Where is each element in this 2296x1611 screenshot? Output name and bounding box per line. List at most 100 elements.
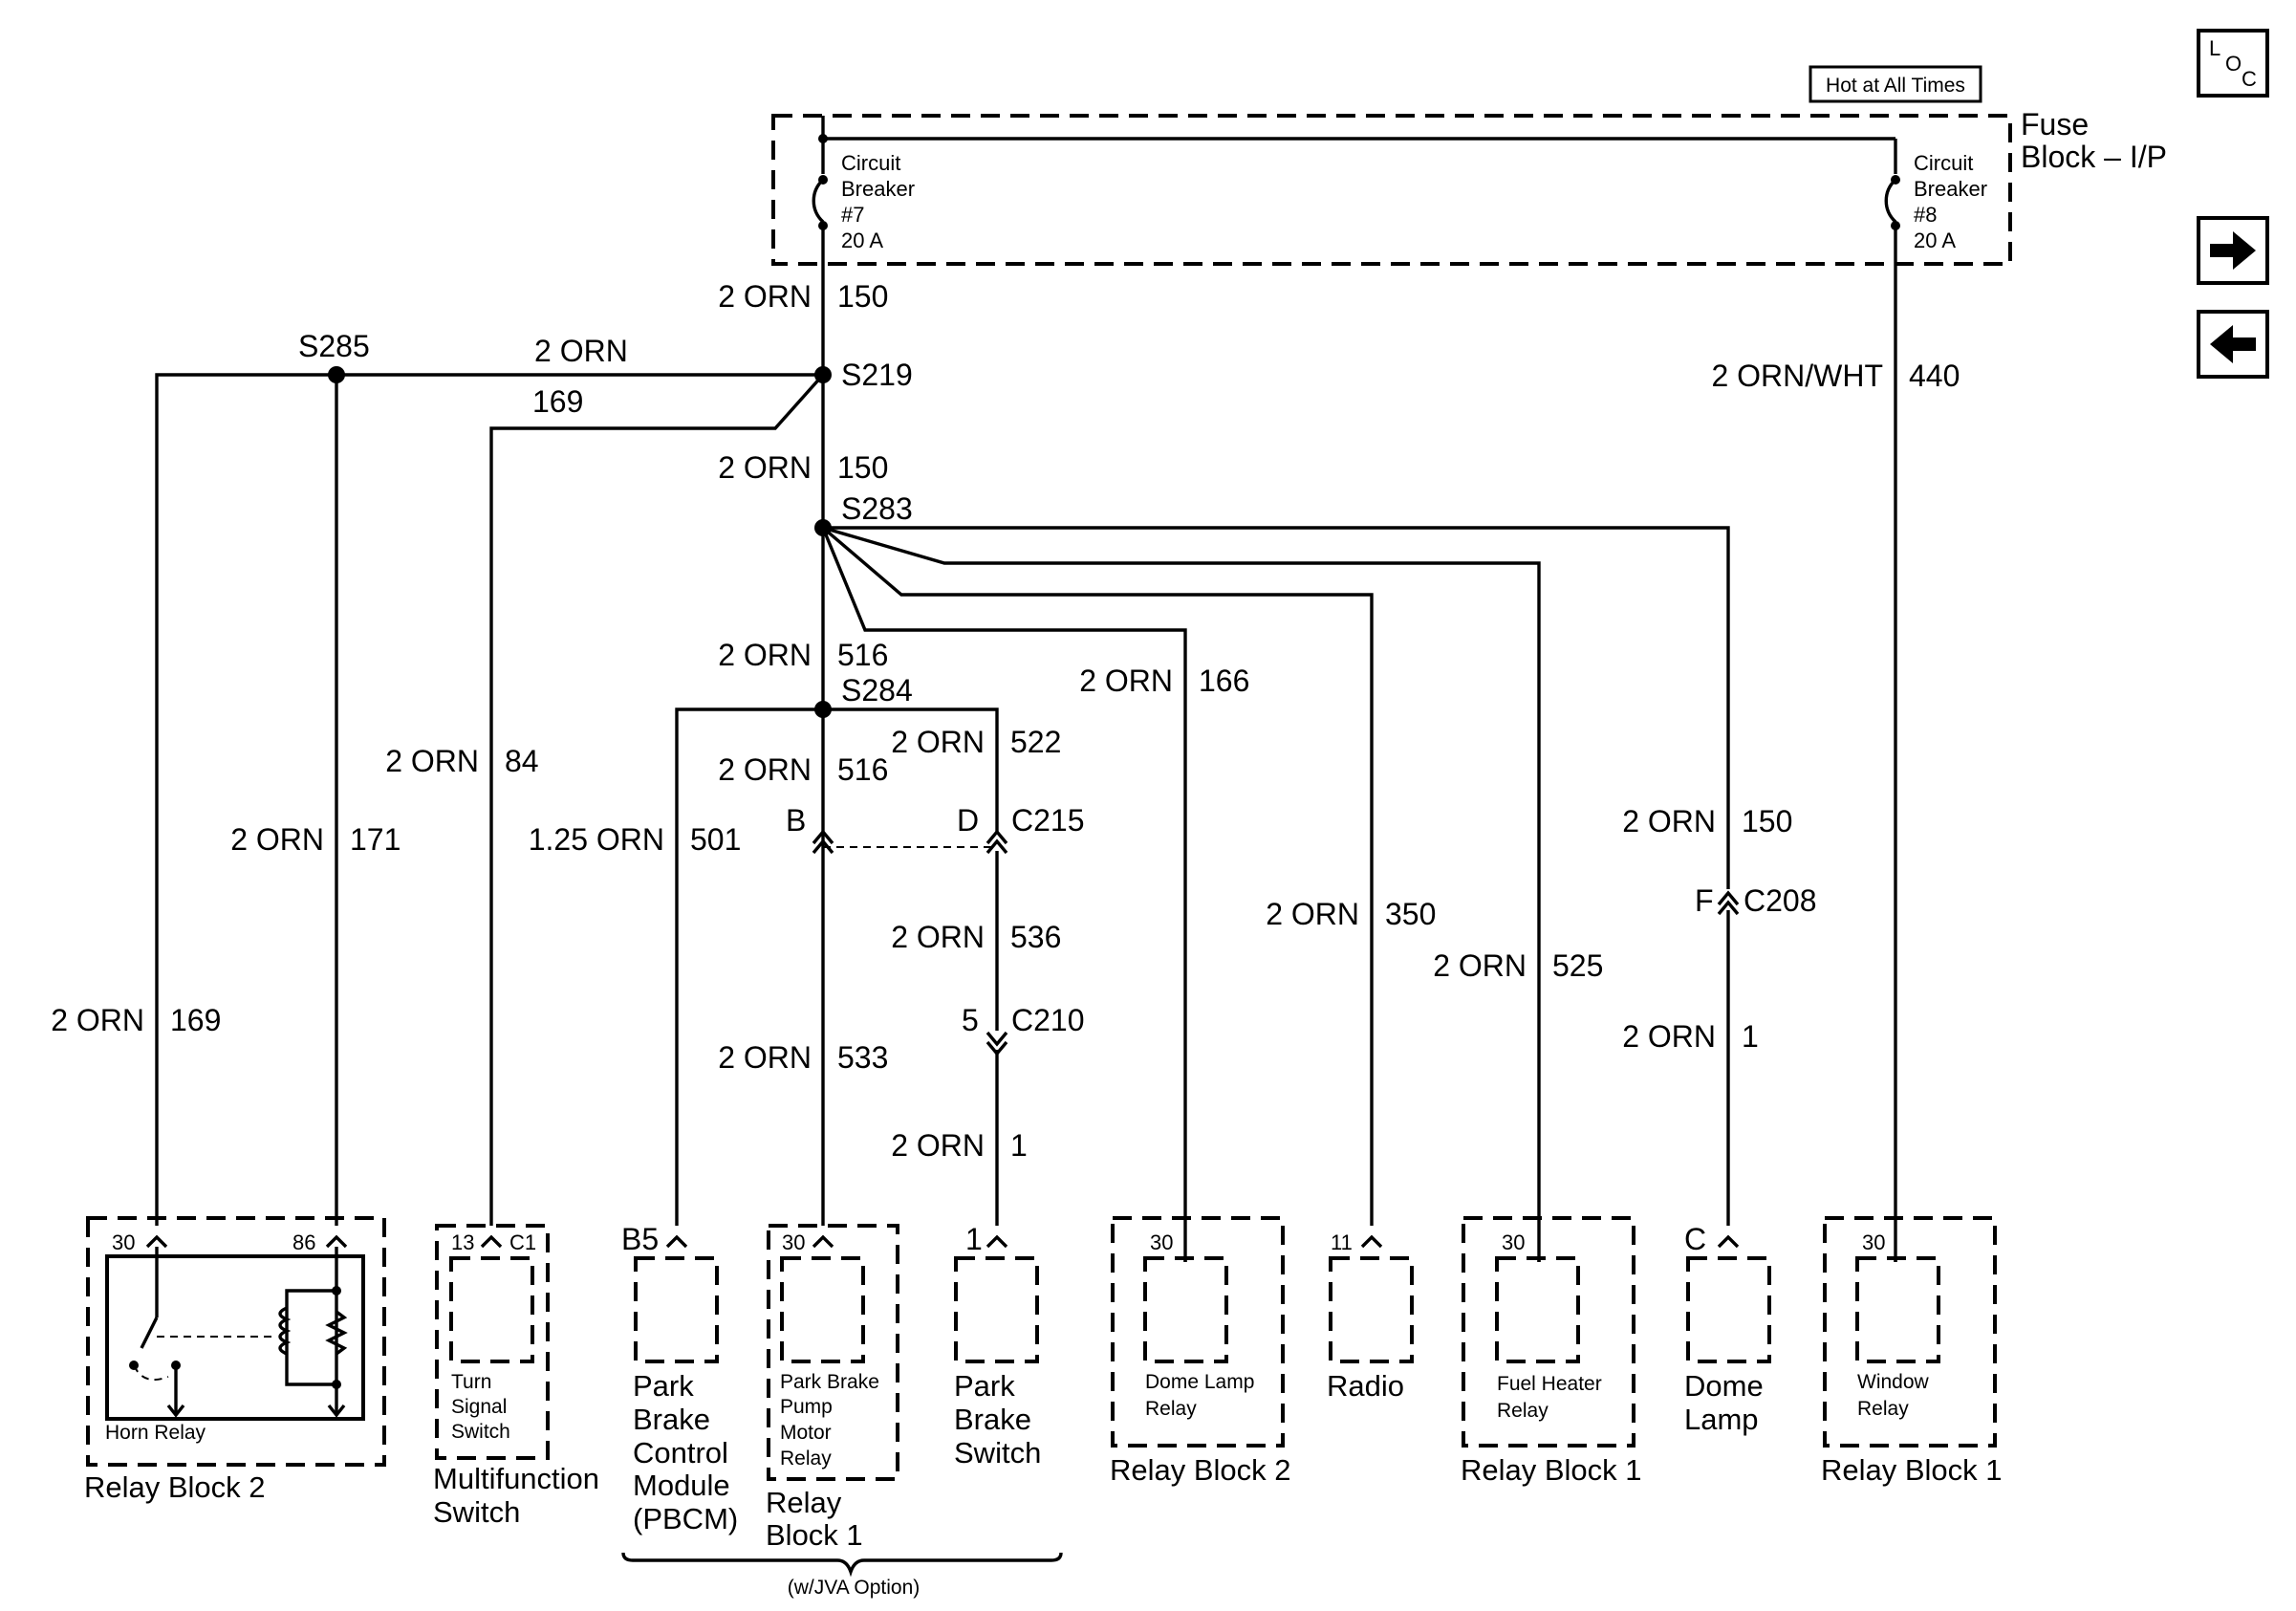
pin-label: C1 [509,1230,536,1254]
pump-relay-label: Pump [780,1396,833,1418]
connector-labels: B D C215 F C208 5 C210 [786,803,1817,1037]
fuse-block-title: Block – I/P [2021,140,2167,174]
wire-circuit-label: 525 [1552,948,1603,983]
dome-lamp-relay-label: Relay [1145,1398,1197,1420]
dome-lamp-label: Lamp [1684,1403,1759,1436]
connector-name-label: C210 [1011,1003,1085,1037]
pbcm-label: Park [633,1369,694,1403]
splice-s283-dot [814,519,832,536]
pin-label: 11 [1331,1230,1353,1254]
splice-label: S284 [841,673,913,708]
loc-badge[interactable]: L O C [2197,29,2269,98]
pbcm-label: Module [633,1469,730,1502]
wire-color-label: 2 ORN [1266,897,1359,931]
inline-connectors [812,829,1740,1056]
hot-at-all-times-label: Hot at All Times [1826,75,1965,97]
splice-points: S285 S219 S283 S284 [298,329,913,718]
wire-circuit-label: 440 [1909,359,1960,393]
hot-at-all-times-badge: Hot at All Times [1809,65,1982,103]
wire-color-label: 2 ORN [1433,948,1527,983]
wire-color-label: 2 ORN [534,334,628,368]
wire-circuit-label: 150 [1742,804,1792,838]
wire-circuit-label: 522 [1010,725,1061,759]
pin-label: 1 [965,1222,983,1256]
wire-circuit-label: 516 [837,752,888,787]
wire-circuit-label: 171 [350,822,401,857]
park-brake-switch-label: Switch [954,1436,1041,1469]
connector-pin-label: 5 [962,1003,979,1037]
wires [155,226,1897,1262]
breaker-7-label: #7 [841,203,864,227]
loc-letter-l: L [2209,36,2220,60]
connector-pin-label: D [957,803,979,838]
wire-circuit-label: 1 [1010,1128,1028,1163]
dome-lamp: C Dome Lamp [1684,1222,1771,1436]
pump-relay-label: Park Brake [780,1371,879,1393]
circuit-breaker-7: Circuit Breaker #7 20 A [812,151,915,252]
breaker-8-label: Breaker [1914,177,1987,201]
window-relay-label: Relay [1857,1398,1909,1420]
pin-label: 30 [1150,1230,1173,1254]
pin-label: B5 [621,1222,659,1256]
pump-relay-label: Relay [780,1448,832,1469]
splice-label: S219 [841,358,913,392]
pin-chevrons [145,1234,1740,1249]
wire-color-label: 2 ORN [718,279,812,314]
pin-label: 30 [1502,1230,1525,1254]
splice-label: S285 [298,329,370,363]
wire-circuit-label: 166 [1199,664,1249,698]
breaker-7-label: Breaker [841,177,915,201]
wire-color-label: 2 ORN [1079,664,1173,698]
breaker-8-label: #8 [1914,203,1937,227]
park-brake-switch-label: Brake [954,1403,1031,1436]
pin-label: 30 [1862,1230,1885,1254]
arrow-right-icon [2210,231,2256,270]
wire-color-label: 2 ORN [385,744,479,778]
relay-block-1-label: Block 1 [766,1518,863,1552]
relay-block-2-label: Relay Block 2 [84,1470,266,1504]
splice-s285-dot [328,366,345,383]
fuse-block-title: Fuse [2021,107,2089,142]
pin-label: 86 [292,1230,315,1254]
circuit-breaker-8: Circuit Breaker #8 20 A [1884,151,1987,252]
relay-block-1-label: Relay Block 1 [1821,1453,2003,1487]
wire-color-label: 2 ORN [891,920,985,954]
wire-color-label: 2 ORN [718,638,812,672]
loc-letter-o: O [2225,52,2242,76]
previous-page-button[interactable] [2197,310,2269,379]
park-brake-pump-motor-relay: 30 Park Brake Pump Motor Relay Relay Blo… [766,1224,899,1552]
pbcm-label: (PBCM) [633,1502,738,1535]
wire-circuit-label: 169 [532,384,583,419]
connector-name-label: C208 [1744,883,1817,918]
wire-color-label: 2 ORN [1622,804,1716,838]
splice-s219-dot [814,366,832,383]
arrow-left-icon [2210,325,2256,363]
wire-circuit-label: 150 [837,279,888,314]
relay-stubs [1183,1258,1897,1262]
fuel-heater-relay: 30 Fuel Heater Relay Relay Block 1 [1461,1216,1642,1487]
dome-lamp-label: Dome [1684,1369,1764,1403]
wire-circuit-label: 169 [170,1003,221,1037]
wire-color-label: 2 ORN [718,752,812,787]
park-brake-control-module: B5 Park Brake Control Module (PBCM) [621,1222,738,1535]
fuse-block: Fuse Block – I/P Circuit Breaker #7 20 A… [771,107,2167,266]
park-brake-switch: 1 Park Brake Switch [954,1222,1041,1469]
wire-circuit-label: 350 [1385,897,1436,931]
park-brake-switch-label: Park [954,1369,1015,1403]
pbcm-label: Brake [633,1403,710,1436]
turn-signal-switch-label: Signal [451,1396,507,1418]
breaker-8-label: Circuit [1914,151,1973,175]
jva-option-note: (w/JVA Option) [788,1577,921,1599]
wire-circuit-label: 516 [837,638,888,672]
turn-signal-switch-label: Turn [451,1371,491,1393]
next-page-button[interactable] [2197,216,2269,285]
wire-color-label: 2 ORN [718,1040,812,1075]
connector-pin-label: B [786,803,806,838]
breaker-8-label: 20 A [1914,229,1956,252]
breaker-7-label: 20 A [841,229,883,252]
wire-circuit-label: 533 [837,1040,888,1075]
radio-label: Radio [1327,1369,1404,1403]
pin-label: 13 [451,1230,474,1254]
multifunction-switch: 13 C1 Turn Signal Switch Multifunction S… [433,1224,599,1529]
